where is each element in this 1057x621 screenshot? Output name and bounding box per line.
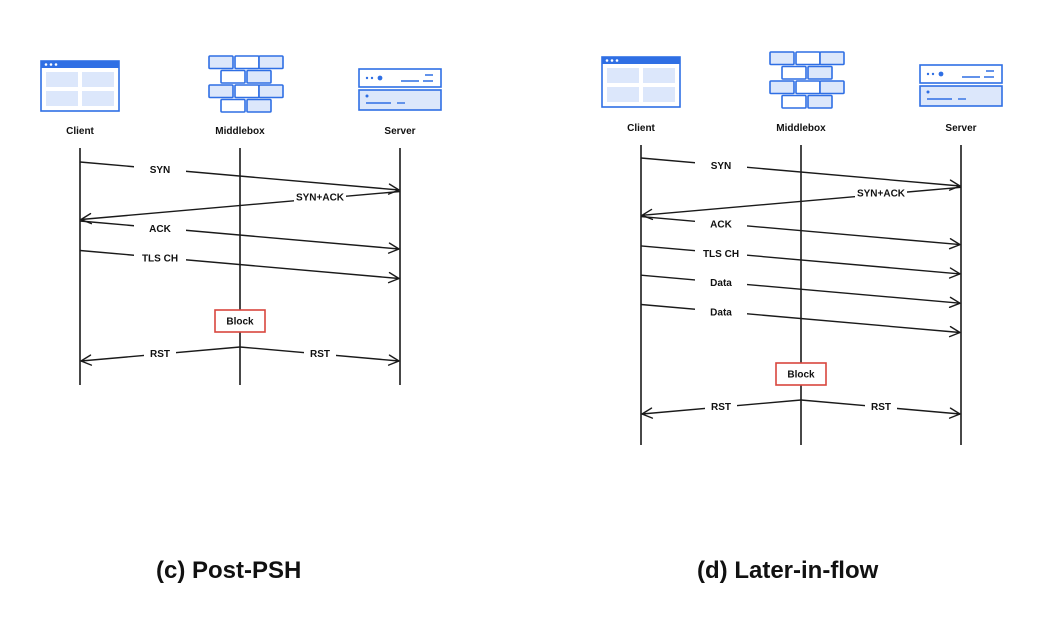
actor-label-server: Server [945, 123, 976, 134]
message-label-bg [134, 163, 186, 176]
message-label: ACK [710, 220, 732, 231]
message-arrow [79, 220, 400, 254]
reset-label-bg [144, 348, 176, 360]
message-arrow [80, 190, 401, 225]
message-arrow [640, 274, 961, 309]
actor-label-server: Server [384, 126, 415, 137]
brick-wall-icon [769, 51, 845, 109]
reset-label-bg [304, 348, 336, 360]
reset-label: RST [711, 402, 731, 413]
browser-window-icon [40, 60, 120, 112]
message-label-bg [294, 190, 346, 204]
message-arrow [640, 215, 961, 250]
message-label-bg [695, 276, 747, 290]
message-arrow [79, 161, 400, 195]
message-label: SYN+ACK [857, 188, 906, 199]
message-label: SYN+ACK [296, 193, 345, 204]
reset-label: RST [150, 349, 170, 360]
message-label: Data [710, 278, 732, 289]
reset-label: RST [310, 349, 330, 360]
message-label: SYN [711, 161, 732, 172]
message-arrow [79, 249, 400, 284]
message-label: ACK [149, 224, 171, 235]
message-label: TLS CH [142, 254, 178, 265]
message-label-bg [855, 186, 907, 200]
message-label-bg [695, 305, 747, 319]
actor-label-middlebox: Middlebox [776, 123, 826, 134]
message-label-bg [134, 222, 186, 235]
server-rack-icon [358, 68, 442, 111]
actor-label-middlebox: Middlebox [215, 126, 265, 137]
message-label: TLS CH [703, 249, 739, 260]
caption-later-in-flow: (d) Later-in-flow [697, 557, 879, 584]
reset-label-bg [705, 401, 737, 413]
message-label-bg [695, 246, 747, 260]
server-rack-icon [919, 64, 1003, 107]
caption-post-psh: (c) Post-PSH [156, 557, 302, 584]
message-arrow [640, 303, 961, 338]
message-arrow [640, 245, 961, 279]
message-arrow [641, 186, 962, 221]
block-label: Block [787, 370, 815, 381]
block-box [214, 309, 266, 333]
message-label: Data [710, 308, 732, 319]
actor-label-client: Client [627, 123, 655, 134]
reset-label-bg [865, 401, 897, 413]
message-label-bg [695, 159, 747, 172]
message-label-bg [134, 251, 186, 265]
browser-window-icon [601, 56, 681, 108]
reset-label: RST [871, 402, 891, 413]
message-label-bg [695, 217, 747, 231]
block-label: Block [226, 317, 254, 328]
message-label: SYN [150, 165, 171, 176]
message-arrow [640, 157, 961, 191]
block-box [775, 362, 827, 386]
brick-wall-icon [208, 55, 284, 113]
actor-label-client: Client [66, 126, 94, 137]
